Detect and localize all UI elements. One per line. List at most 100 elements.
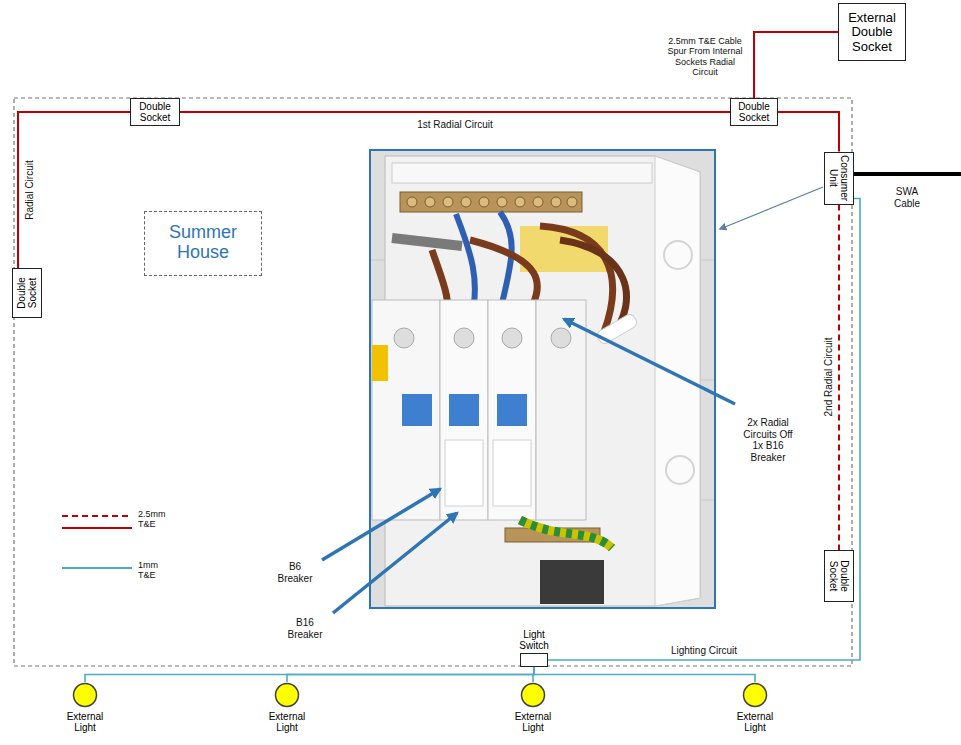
- callout-arrow: [564, 319, 735, 404]
- circuit-wire: [534, 667, 755, 682]
- socket-box: Double Socket: [130, 98, 180, 126]
- light-label: External Light: [269, 711, 306, 733]
- rcd-module: [372, 300, 440, 520]
- switch-label: Light Switch: [519, 629, 548, 651]
- terminal-screw: [425, 197, 435, 207]
- circuit-wire: [778, 112, 839, 152]
- earth-wire: [520, 520, 612, 548]
- external-light: External Light: [274, 682, 300, 708]
- socket-label: Double Socket: [139, 101, 171, 123]
- terminal-hole: [502, 328, 522, 348]
- neutral-bar: [400, 192, 582, 212]
- socket-box: Double Socket: [12, 268, 42, 318]
- external-light: External Light: [72, 682, 98, 708]
- light-label: External Light: [67, 711, 104, 733]
- lamp-circle: [522, 684, 545, 707]
- socket-label: Double Socket: [738, 101, 770, 123]
- lamp-shape: [274, 682, 300, 708]
- toggle: [402, 394, 432, 426]
- lamp-shape: [72, 682, 98, 708]
- terminal-screw: [461, 197, 471, 207]
- socket-label: External Double Socket: [848, 11, 896, 54]
- terminal-screw: [533, 197, 543, 207]
- lamp-circle: [276, 684, 299, 707]
- b16-breaker: [488, 300, 536, 520]
- toggle: [449, 394, 479, 426]
- legend-text: 2.5mm T&E: [138, 509, 166, 530]
- front-plate: [445, 440, 483, 506]
- external-light: External Light: [520, 682, 546, 708]
- room-label-box: Summer House: [144, 211, 262, 276]
- grey-cable: [392, 238, 462, 246]
- unit-label: Consumer Unit: [828, 155, 850, 201]
- circuit-wire: [180, 111, 730, 113]
- callout-label: B16 Breaker: [287, 617, 322, 640]
- terminal-screw: [497, 197, 507, 207]
- legend-entry: 1mm T&E: [62, 560, 172, 586]
- circuit-wire: [838, 205, 840, 551]
- blank-module: [536, 300, 586, 520]
- entry-cables: [540, 560, 604, 604]
- circuit-label: 1st Radial Circuit: [417, 119, 493, 130]
- socket-box: Double Socket: [730, 98, 778, 126]
- circuit-wire: [287, 667, 534, 682]
- cable-note: 2.5mm T&E Cable Spur From Internal Socke…: [663, 36, 747, 77]
- top-rail: [392, 163, 652, 183]
- terminal-screw: [515, 197, 525, 207]
- terminal-screw: [479, 197, 489, 207]
- external-light: External Light: [742, 682, 768, 708]
- lamp-circle: [74, 684, 97, 707]
- swa-cable: [853, 172, 961, 176]
- legend-sample: [62, 560, 134, 586]
- socket-box: Double Socket: [824, 550, 854, 602]
- light-label: External Light: [515, 711, 552, 733]
- lamp-shape: [742, 682, 768, 708]
- circuit-label: Lighting Circuit: [671, 645, 737, 656]
- lamp-shape: [520, 682, 546, 708]
- legend-line: [62, 515, 132, 517]
- terminal-hole: [394, 328, 414, 348]
- circuit-wire: [754, 32, 838, 98]
- house-outline: [14, 98, 852, 666]
- b6-breaker: [440, 300, 488, 520]
- circuit-wire: [85, 667, 534, 682]
- consumer-unit-box: Consumer Unit: [824, 152, 854, 205]
- legend-text: 1mm T&E: [138, 560, 158, 581]
- circuit-label: 2nd Radial Circuit: [823, 338, 834, 417]
- cable-sleeve: [595, 312, 638, 345]
- knockout: [666, 456, 694, 484]
- circuit-label: Radial Circuit: [24, 160, 35, 219]
- enclosure-side: [655, 156, 700, 606]
- light-switch: Light Switch: [520, 653, 548, 667]
- knockout: [664, 241, 692, 269]
- light-label: External Light: [737, 711, 774, 733]
- leader-line: [720, 187, 823, 229]
- socket-label: Double Socket: [828, 560, 850, 592]
- socket-box: External Double Socket: [838, 3, 906, 61]
- toggle: [497, 394, 527, 426]
- terminal-screw: [443, 197, 453, 207]
- callout-label: 2x Radial Circuits Off 1x B16 Breaker: [742, 417, 794, 463]
- front-plate: [493, 440, 531, 506]
- legend-sample: [62, 509, 134, 535]
- callout-arrow: [322, 489, 440, 560]
- legend-line: [62, 567, 132, 569]
- lamp-circle: [744, 684, 767, 707]
- socket-label: Double Socket: [16, 277, 38, 309]
- test-button: [372, 345, 388, 381]
- terminal-screw: [551, 197, 561, 207]
- earth-wire: [520, 520, 612, 548]
- circuit-wire: [18, 112, 130, 268]
- legend-line: [62, 527, 132, 529]
- circuit-wire: [548, 199, 860, 661]
- callout-label: B6 Breaker: [277, 561, 312, 584]
- terminal-screw: [407, 197, 417, 207]
- cable-label: SWA Cable: [894, 186, 920, 209]
- terminal-hole: [551, 328, 571, 348]
- room-label: Summer House: [169, 223, 237, 263]
- legend-entry: 2.5mm T&E: [62, 509, 172, 535]
- terminal-screw: [567, 197, 577, 207]
- terminal-hole: [454, 328, 474, 348]
- callout-arrow: [333, 513, 457, 613]
